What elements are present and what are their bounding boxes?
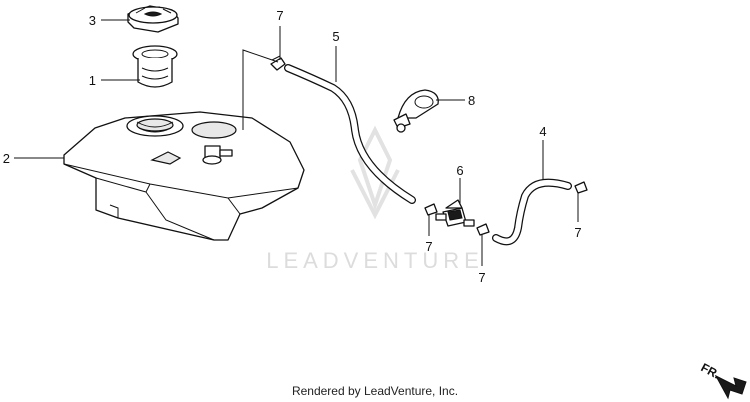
fuel-valve: [435, 199, 475, 227]
callout-4: 4: [539, 124, 546, 139]
callout-7-right: 7: [574, 225, 581, 240]
callout-2: 2: [3, 151, 10, 166]
callout-1: 1: [89, 73, 96, 88]
callout-7-valve-right: 7: [478, 270, 485, 285]
leader-lines: [14, 19, 579, 266]
fuel-tank: [63, 111, 305, 241]
callout-8: 8: [468, 93, 475, 108]
tube-clamp: [393, 89, 439, 133]
footer-credit: Rendered by LeadVenture, Inc.: [291, 384, 459, 398]
callout-3: 3: [89, 13, 96, 28]
fuel-strainer: [132, 45, 178, 88]
fuel-tube-short: [492, 178, 572, 246]
fuel-tube-long: [284, 64, 416, 204]
watermark: LEADVENTURE: [266, 125, 484, 273]
callout-7-top: 7: [276, 8, 283, 23]
tube-clip-valve-left: [424, 203, 438, 216]
callout-5: 5: [332, 29, 339, 44]
callout-7-valve-left: 7: [425, 239, 432, 254]
tube-clip-top: [270, 55, 286, 71]
callout-6: 6: [456, 163, 463, 178]
fuel-cap: [127, 5, 179, 33]
tube-clip-valve-right: [476, 223, 490, 236]
watermark-text: LEADVENTURE: [266, 248, 484, 273]
tube-clip-right: [574, 181, 588, 194]
